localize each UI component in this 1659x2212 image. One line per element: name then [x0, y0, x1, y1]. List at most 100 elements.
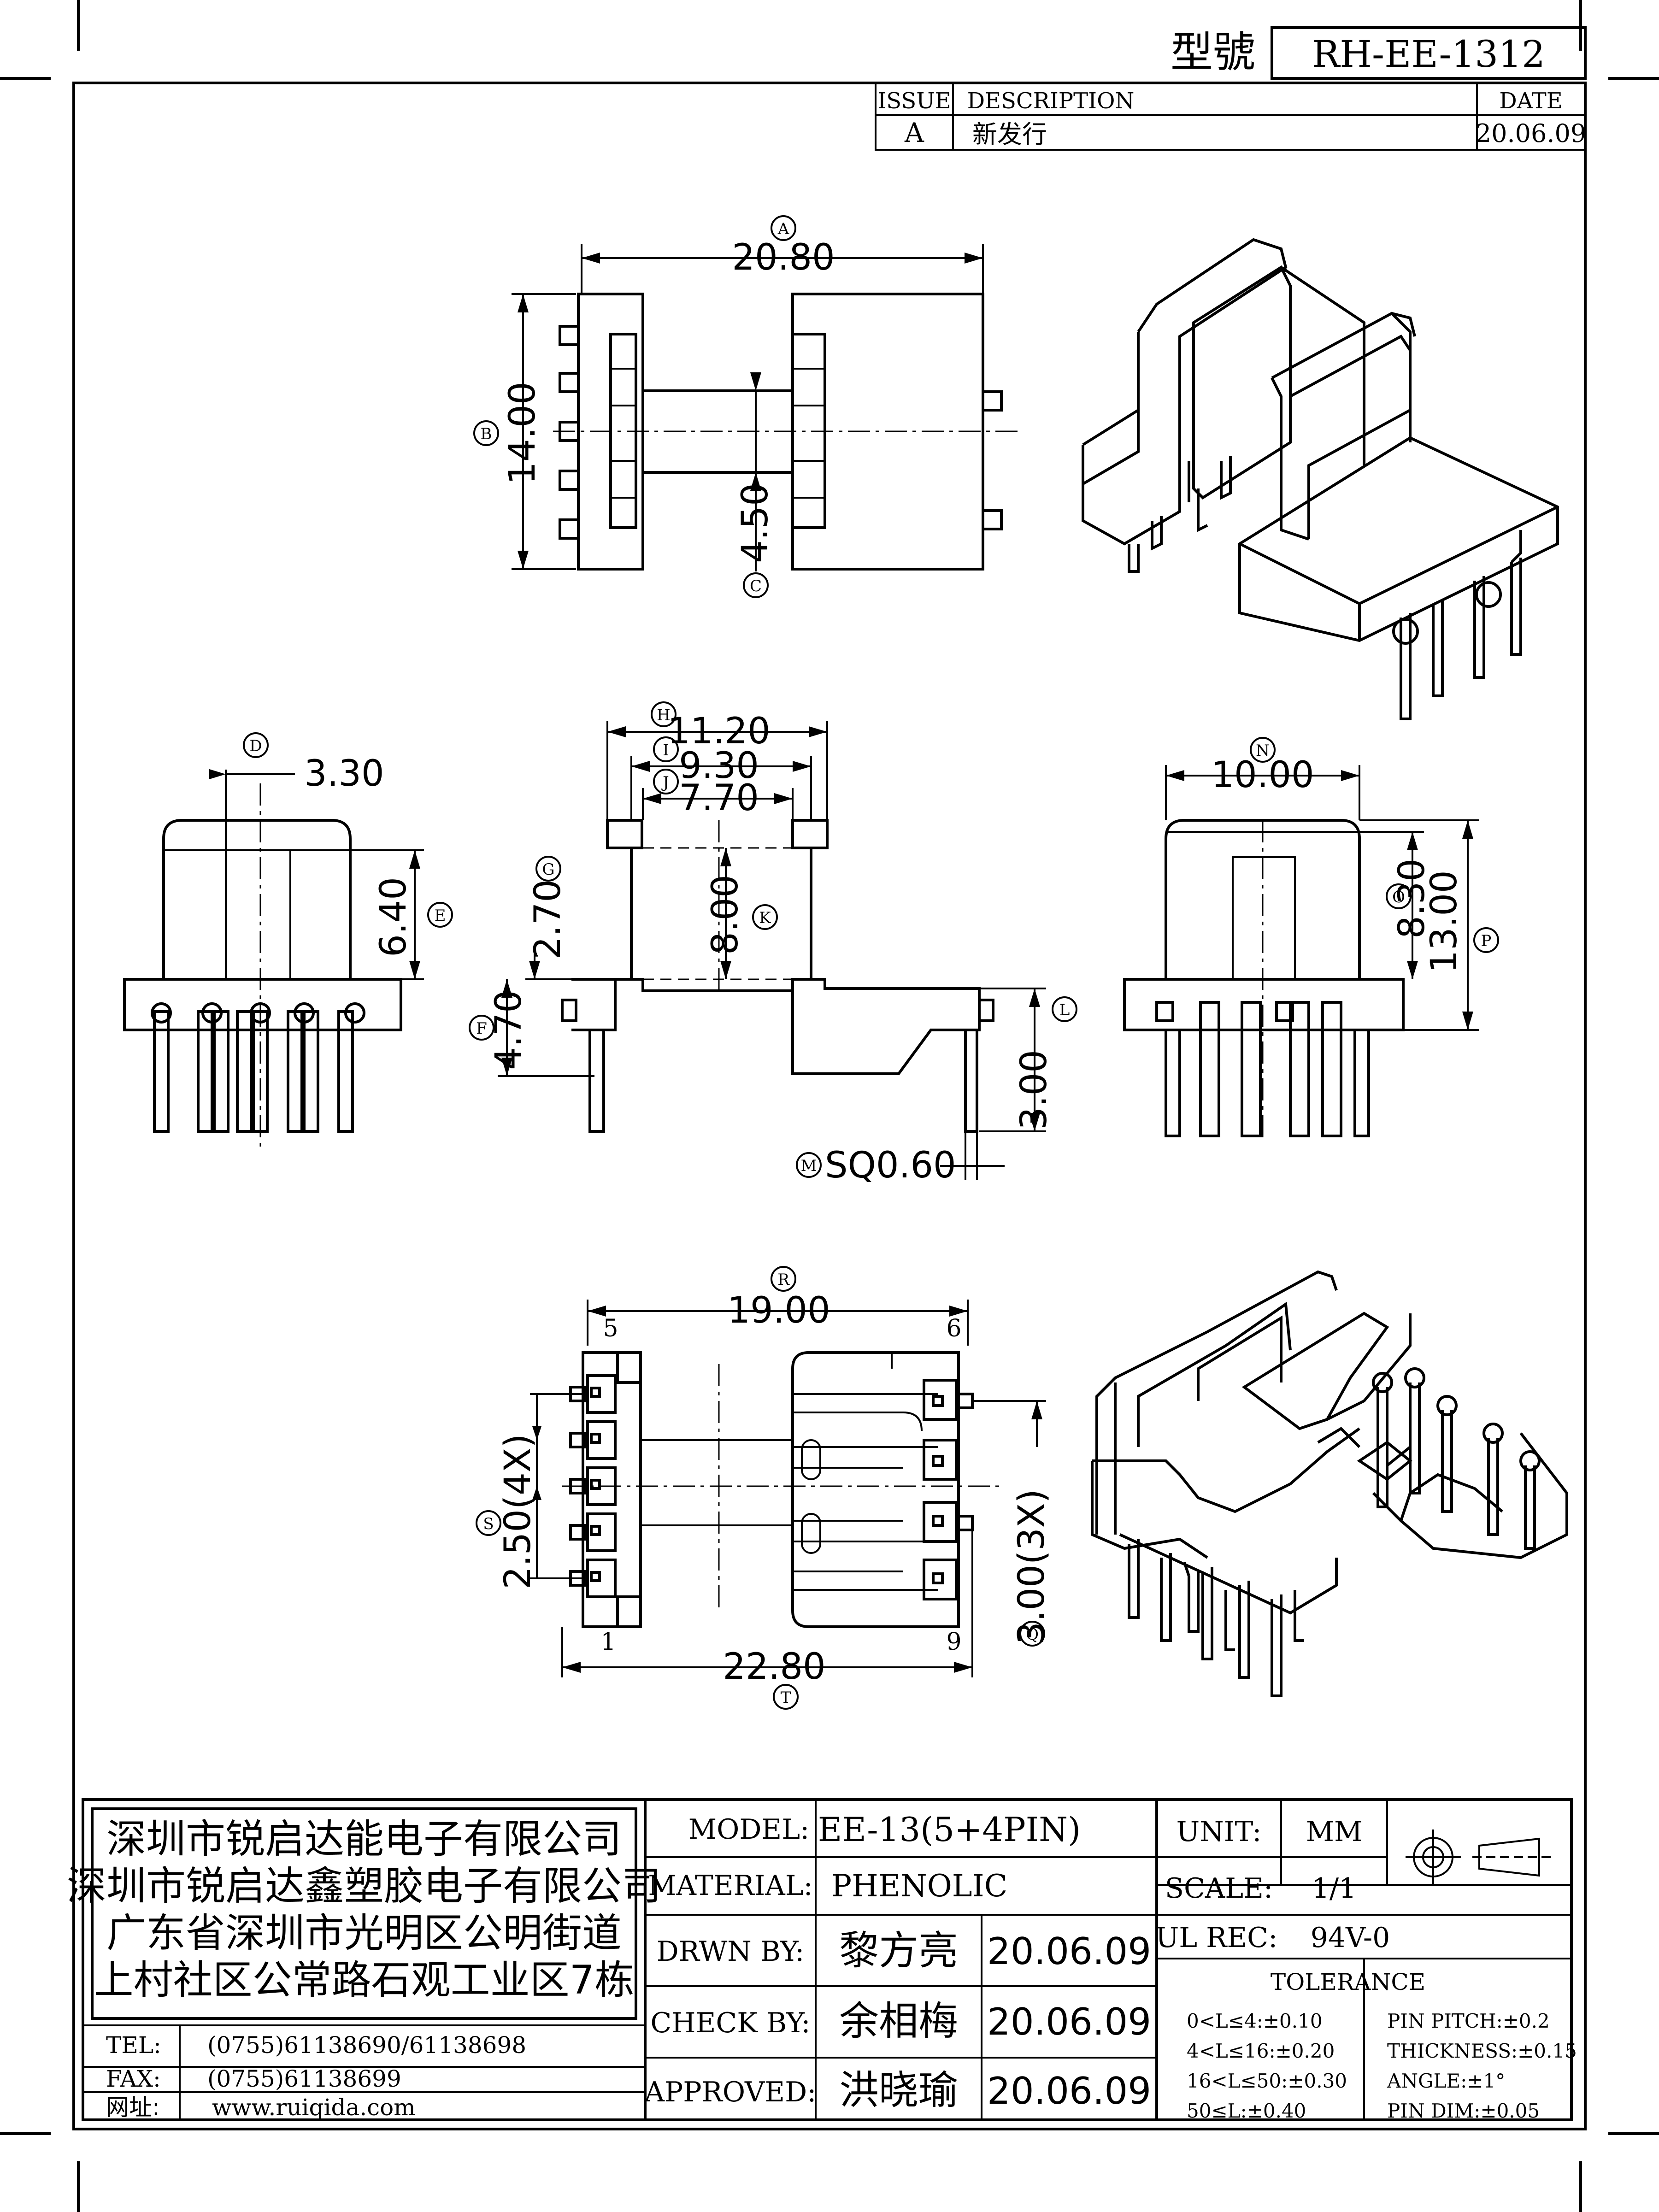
dim-e-tag [427, 902, 453, 928]
dim-h-value: 11.20 [667, 711, 770, 752]
dim-j-value: 7.70 [679, 777, 759, 819]
dim-r-tag [771, 1266, 796, 1292]
material-value: PHENOLIC [831, 1868, 1007, 1904]
dim-c-tag-letter: C [750, 577, 762, 595]
model-number: RH-EE-1312 [1312, 33, 1545, 76]
material-label: MATERIAL: [648, 1870, 813, 1902]
unit-value: MM [1306, 1816, 1363, 1848]
tolerance-1: 0<L≤4:±0.10 [1187, 2010, 1323, 2032]
dim-c-tag [743, 572, 769, 598]
dim-k-tag [752, 904, 778, 930]
fax-value: (0755)61138699 [207, 2065, 401, 2092]
dim-o-tag [1386, 883, 1412, 909]
ul-label: UL REC: [1156, 1922, 1278, 1954]
rev-issue: A [904, 117, 924, 148]
dim-h-tag-letter: H [657, 706, 671, 724]
company-line-2: 深圳市锐启达鑫塑胶电子有限公司 [67, 1863, 661, 1909]
tolerance-label: TOLERANCE [1271, 1969, 1425, 1995]
model-number-box [1271, 26, 1587, 80]
scale-label: SCALE: [1165, 1872, 1273, 1905]
model-number-label: 型號 [1171, 28, 1255, 77]
rev-date: 20.06.09 [1476, 119, 1586, 148]
front-view-center: 11.20 H 9.30 I 7.70 J 8.00 K [469, 701, 1077, 1186]
tel-value: (0755)61138690/61138698 [207, 2032, 526, 2059]
drawn-date: 20.06.09 [987, 1930, 1151, 1973]
dim-i-value: 9.30 [679, 745, 759, 787]
top-view: 20.80 A 14.00 B [473, 215, 1018, 598]
approved-date: 20.06.09 [987, 2070, 1151, 2112]
rev-col-description: DESCRIPTION [967, 88, 1135, 114]
unit-label: UNIT: [1177, 1816, 1262, 1848]
dim-f-tag-letter: F [476, 1019, 487, 1038]
dim-d-value: 3.30 [304, 753, 384, 794]
dim-s-value: 2.50(4X) [497, 1434, 539, 1589]
ul-value: 94V-0 [1311, 1922, 1390, 1954]
pin-label-1: 1 [600, 1628, 616, 1656]
check-by: 余相梅 [839, 1998, 958, 2044]
dim-i-tag-letter: I [663, 741, 669, 759]
dim-r-value: 19.00 [727, 1290, 830, 1331]
dim-d-tag-letter: D [249, 737, 262, 755]
dim-m-tag-letter: M [801, 1157, 817, 1175]
dim-b-value: 14.00 [502, 382, 543, 484]
model-number-header: 型號 RH-EE-1312 [1171, 26, 1587, 80]
dim-n-tag-letter: N [1256, 741, 1270, 760]
rev-col-date: DATE [1499, 88, 1563, 114]
dim-k-value: 8.00 [705, 875, 746, 955]
company-line-4: 上村社区公常路石观工业区7栋 [94, 1957, 635, 2003]
dim-l-value: 3.00 [1013, 1050, 1055, 1130]
company-line-3: 广东省深圳市光明区公明街道 [106, 1910, 622, 1956]
dim-e-value: 6.40 [373, 877, 414, 957]
approved-label: APPROVED: [644, 2076, 817, 2108]
dim-q-tag-letter: Q [1026, 1625, 1039, 1644]
web-value: www.ruiqida.com [212, 2094, 416, 2121]
dim-k-tag-letter: K [759, 909, 771, 927]
dim-n-tag [1250, 737, 1276, 763]
sheet-border [72, 82, 1587, 2130]
tolerance-3: 16<L≤50:±0.30 [1187, 2070, 1347, 2092]
isometric-view-bottom [1091, 1270, 1568, 1697]
dim-a-tag-letter: A [777, 220, 789, 238]
rev-description: 新发行 [972, 120, 1047, 149]
dim-a-value: 20.80 [732, 237, 835, 278]
pin-label-9: 9 [946, 1628, 961, 1656]
tolerance-4: 50≤L:±0.40 [1187, 2100, 1306, 2122]
dim-g-value: 2.70 [527, 879, 569, 959]
dim-b-tag-letter: B [481, 425, 492, 443]
dim-b-tag [473, 420, 499, 446]
dim-f-tag [469, 1015, 494, 1041]
pin-label-5: 5 [603, 1315, 618, 1342]
dim-l-tag-letter: L [1059, 1001, 1070, 1019]
dim-a-tag [771, 215, 796, 241]
angle-tolerance: ANGLE:±1° [1387, 2070, 1505, 2092]
dim-i-tag [653, 736, 679, 762]
dim-m-value: SQ0.60 [825, 1145, 956, 1186]
dim-t-value: 22.80 [723, 1646, 825, 1688]
web-label: 网址: [106, 2094, 160, 2121]
projection-symbol-icon [1406, 1830, 1553, 1885]
dim-s-tag [476, 1510, 501, 1536]
dim-g-tag-letter: G [542, 860, 554, 879]
scale-value: 1/1 [1312, 1872, 1357, 1905]
dim-d-tag [243, 732, 269, 758]
dim-r-tag-letter: R [777, 1271, 790, 1289]
dim-l-tag [1052, 996, 1077, 1022]
model-value: EE-13(5+4PIN) [818, 1810, 1081, 1849]
company-line-1: 深圳市锐启达能电子有限公司 [106, 1816, 622, 1862]
bottom-view: 19.00 R 5 6 1 9 [476, 1266, 1053, 1710]
dim-t-tag-letter: T [781, 1688, 791, 1707]
dim-n-value: 10.00 [1211, 754, 1314, 796]
drawn-by: 黎方亮 [839, 1928, 958, 1974]
tolerance-2: 4<L≤16:±0.20 [1187, 2040, 1335, 2062]
model-label: MODEL: [688, 1813, 810, 1846]
dim-p-value: 13.00 [1424, 870, 1465, 973]
dim-j-tag-letter: J [661, 773, 669, 792]
check-date: 20.06.09 [987, 2000, 1151, 2043]
rev-col-issue: ISSUE [877, 88, 951, 114]
side-view-left: 3.30 D 6.40 E [123, 732, 453, 1152]
approved-by: 洪晓瑜 [839, 2067, 958, 2113]
tel-label: TEL: [106, 2032, 161, 2059]
dim-s-tag-letter: S [483, 1515, 494, 1533]
dim-c-value: 4.50 [735, 483, 776, 563]
